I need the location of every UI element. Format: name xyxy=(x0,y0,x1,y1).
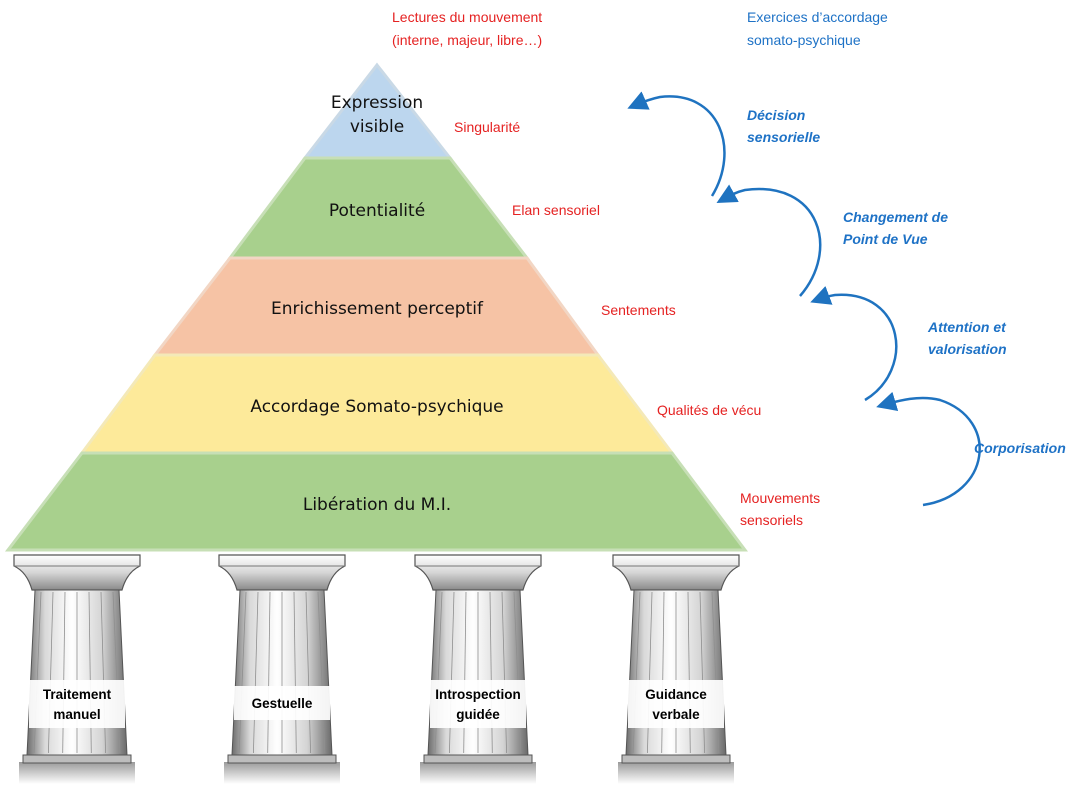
exercise-label-changement-line1: Changement de xyxy=(843,209,948,225)
pillar-capital xyxy=(612,554,740,591)
pillar-capital xyxy=(13,554,141,591)
level-label-enrichissement: Enrichissement perceptif xyxy=(271,299,484,319)
pillar-base xyxy=(227,754,337,764)
header-red-line1: Lectures du mouvement xyxy=(392,9,542,25)
level-label-expression-line1: Expression xyxy=(331,93,423,113)
pillar-label-line1: Guidance xyxy=(645,687,707,702)
pillar-shadow xyxy=(224,762,340,784)
pillar-label-line2: verbale xyxy=(652,707,700,722)
pillar-shadow xyxy=(618,762,734,784)
pillar-capital xyxy=(218,554,346,591)
pillar-label-box xyxy=(628,680,724,728)
exercise-label-changement-line2: Point de Vue xyxy=(843,231,928,247)
level-label-expression-line2: visible xyxy=(350,117,404,137)
pillar: Introspection guidée xyxy=(414,554,542,784)
pillar: Guidance verbale xyxy=(612,554,740,784)
exercise-label-attention-line1: Attention et xyxy=(927,319,1007,335)
curved-arrow-icon xyxy=(810,286,898,402)
side-label-elan: Elan sensoriel xyxy=(512,202,600,218)
curved-arrow-icon xyxy=(627,91,726,197)
side-label-qualites: Qualités de vécu xyxy=(657,402,761,418)
pillar: Traitement manuel xyxy=(13,554,141,784)
side-label-mouvements-line2: sensoriels xyxy=(740,512,803,528)
exercise-label-decision-line2: sensorielle xyxy=(747,129,820,145)
exercise-arrows xyxy=(627,91,981,507)
side-label-sentements: Sentements xyxy=(601,302,676,318)
pillar-label-box xyxy=(430,680,526,728)
pillar-label-line1: Traitement xyxy=(43,687,112,702)
pillar-base xyxy=(621,754,731,764)
pillar-shadow xyxy=(19,762,135,784)
header-blue-line1: Exercices d’accordage xyxy=(747,9,888,25)
level-label-accordage: Accordage Somato-psychique xyxy=(250,397,503,417)
pillars: Traitement manuel Gestuelle Introspection gu… xyxy=(13,554,740,784)
curved-arrow-icon xyxy=(876,391,981,507)
pillar-shadow xyxy=(420,762,536,784)
side-label-singularite: Singularité xyxy=(454,119,520,135)
pillar-label-box xyxy=(29,680,125,728)
exercise-label-decision-line1: Décision xyxy=(747,107,805,123)
pillar-label-line1: Introspection xyxy=(435,687,521,702)
pillar-label-line1: Gestuelle xyxy=(252,696,313,711)
exercise-label-attention-line2: valorisation xyxy=(928,341,1007,357)
pillar-label-box xyxy=(234,686,330,720)
pillar-label-line2: manuel xyxy=(53,707,100,722)
pillar-capital xyxy=(414,554,542,591)
level-label-potentialite: Potentialité xyxy=(329,201,425,221)
curved-arrow-icon xyxy=(716,184,822,297)
pillar: Gestuelle xyxy=(218,554,346,784)
pillar-base xyxy=(423,754,533,764)
pillar-label-line2: guidée xyxy=(456,707,500,722)
side-label-mouvements-line1: Mouvements xyxy=(740,490,820,506)
exercise-label-corporisation: Corporisation xyxy=(974,440,1066,456)
pillar-base xyxy=(22,754,132,764)
header-blue-line2: somato-psychique xyxy=(747,32,861,48)
pyramid-level-liberation xyxy=(4,451,749,552)
pyramid xyxy=(4,62,749,552)
level-label-liberation: Libération du M.I. xyxy=(303,495,451,515)
header-red-line2: (interne, majeur, libre…) xyxy=(392,32,542,48)
